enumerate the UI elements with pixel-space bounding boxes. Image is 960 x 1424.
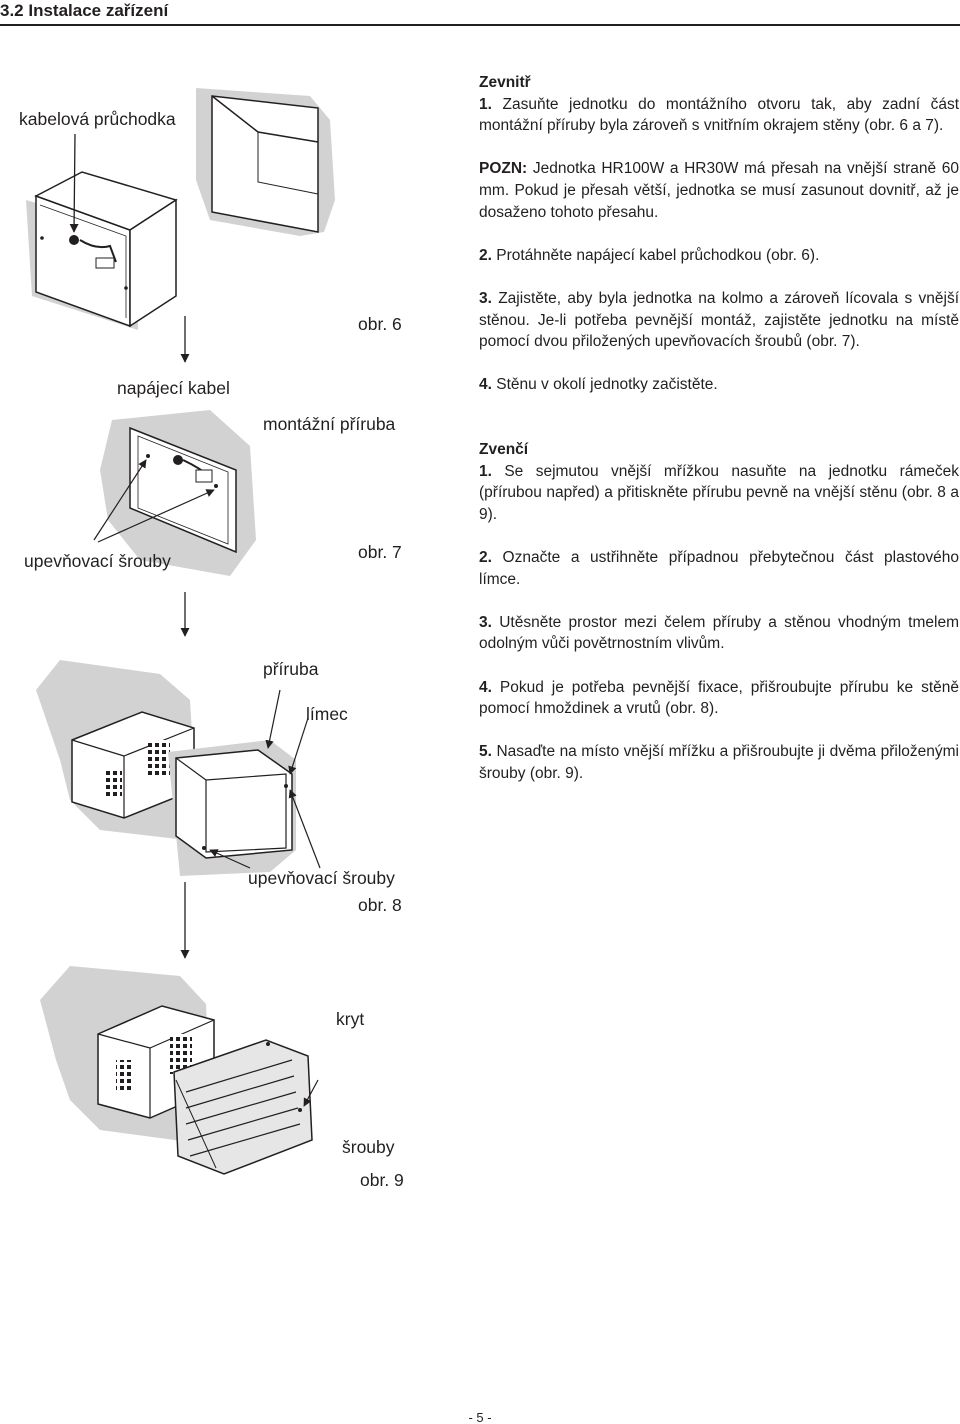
label-fixing-screws-fig8: upevňovací šrouby (248, 868, 395, 888)
step-number: 3. (479, 613, 492, 631)
outside-step-2: 2. Označte a ustřihněte případnou přebyt… (479, 547, 959, 590)
step-text: Zajistěte, aby byla jednotka na kolmo a … (479, 289, 959, 351)
figure-7-drawing (100, 410, 256, 576)
step-text: Zasuňte jednotku do montážního otvoru ta… (479, 95, 959, 135)
outside-heading: Zvenčí (479, 441, 529, 459)
outside-step-3: 3. Utěsněte prostor mezi čelem příruby a… (479, 612, 959, 655)
inside-step-2: 2. Protáhněte napájecí kabel průchodkou … (479, 245, 959, 267)
label-screws: šrouby (342, 1137, 395, 1157)
step-text: Stěnu v okolí jednotky začistěte. (496, 376, 718, 394)
label-cover: kryt (336, 1009, 365, 1029)
fig9-caption: obr. 9 (360, 1170, 404, 1190)
step-number: 5. (479, 743, 492, 761)
note-label: POZN: (479, 160, 528, 178)
fig6-caption: obr. 6 (358, 314, 402, 334)
label-cable-gland: kabelová průchodka (19, 109, 176, 129)
fig8-caption: obr. 8 (358, 895, 402, 915)
label-power-cable: napájecí kabel (117, 378, 230, 398)
step-text: Se sejmutou vnější mřížkou nasuňte na je… (479, 462, 960, 523)
step-number: 3. (479, 289, 492, 307)
figure-9-drawing (40, 966, 313, 1175)
figure-8-drawing (36, 660, 296, 876)
step-number: 2. (479, 549, 492, 567)
inside-step-4: 4. Stěnu v okolí jednotky začistěte. (479, 374, 959, 396)
outside-step-5: 5. Nasaďte na místo vnější mřížku a přiš… (479, 741, 959, 784)
section-title: 3.2 Instalace zařízení (0, 1, 169, 20)
inside-step-1: 1. Zasuňte jednotku do montážního otvoru… (479, 94, 959, 137)
page-number: - 5 - (468, 1410, 492, 1424)
instructions-column: Zevnitř 1. Zasuňte jednotku do montážníh… (479, 72, 959, 785)
step-number: 4. (479, 678, 492, 696)
step-text: Utěsněte prostor mezi čelem příruby a st… (479, 613, 959, 653)
step-number: 4. (479, 376, 492, 394)
outside-step-4: 4. Pokud je potřeba pevnější fixace, při… (479, 677, 959, 720)
header-rule (0, 24, 960, 26)
outside-step-1: 1. Se sejmutou vnější mřížkou nasuňte na… (479, 461, 959, 526)
inside-step-3: 3. Zajistěte, aby byla jednotka na kolmo… (479, 288, 959, 353)
label-collar: límec (306, 704, 348, 724)
fig7-caption: obr. 7 (358, 542, 402, 562)
step-number: 1. (479, 95, 492, 113)
inside-note: POZN: Jednotka HR100W a HR30W má přesah … (479, 158, 959, 223)
note-text: Jednotka HR100W a HR30W má přesah na vně… (479, 160, 959, 221)
step-number: 2. (479, 246, 492, 264)
label-fixing-screws-fig7: upevňovací šrouby (24, 551, 171, 571)
installation-figures: kabelová průchodka obr. 6 napájecí kabel… (0, 40, 440, 1210)
inside-heading: Zevnitř (479, 74, 531, 91)
step-number: 1. (479, 462, 492, 480)
step-text: Nasaďte na místo vnější mřížku a přišrou… (479, 743, 959, 782)
label-flange: příruba (263, 659, 319, 679)
label-mounting-flange: montážní příruba (263, 414, 396, 434)
step-text: Pokud je potřeba pevnější fixace, přišro… (479, 678, 959, 718)
figure-6-drawing (26, 88, 335, 330)
installation-illustrations (26, 88, 335, 1175)
step-text: Označte a ustřihněte případnou přebytečn… (479, 549, 959, 588)
step-text: Protáhněte napájecí kabel průchodkou (ob… (496, 246, 820, 264)
